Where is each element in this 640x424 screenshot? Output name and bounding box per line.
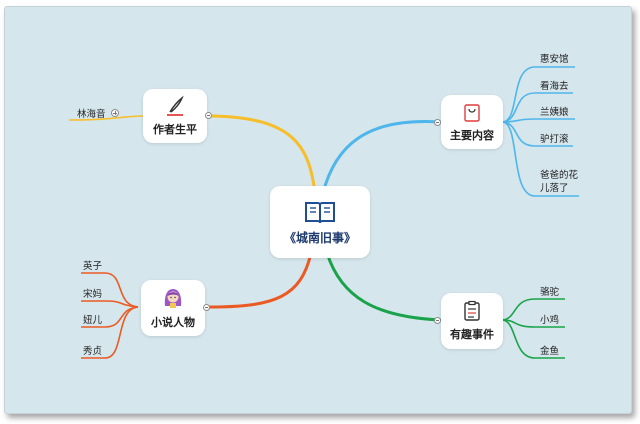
leaf-line-author-0	[68, 115, 144, 121]
collapse-toggle-characters[interactable]	[203, 304, 210, 311]
central-topic[interactable]: 《城南旧事》	[270, 186, 370, 258]
topic-characters[interactable]: 小说人物	[141, 280, 205, 336]
leaf-line-char-0	[81, 272, 139, 308]
topic-characters-label: 小说人物	[151, 316, 195, 329]
collapse-toggle-events[interactable]	[434, 317, 441, 324]
leaf-content-4[interactable]: 爸爸的花儿落了	[540, 170, 579, 194]
branch-line-characters	[208, 251, 313, 309]
topic-content-label: 主要内容	[450, 129, 494, 142]
mindmap-canvas: 《城南旧事》 作者生平 主要内容 小说人物	[4, 6, 632, 414]
shopping-bag-icon	[464, 104, 480, 122]
leaf-line-content-4	[502, 121, 579, 197]
leaf-line-content-2	[502, 118, 575, 123]
connector-lines	[68, 66, 579, 359]
collapse-toggle-content[interactable]	[434, 119, 441, 126]
collapse-toggle-author[interactable]	[205, 112, 212, 119]
leaf-event-1[interactable]: 小鸡	[540, 315, 560, 326]
leaf-line-content-3	[502, 121, 573, 147]
leaf-author-0[interactable]: 林海音	[77, 109, 106, 120]
leaf-line-event-1	[502, 319, 565, 328]
topic-events[interactable]: 有趣事件	[441, 293, 503, 349]
book-icon	[305, 201, 335, 223]
branch-line-author	[208, 114, 317, 195]
girl-avatar-icon	[164, 289, 182, 308]
expand-toggle-author-leaf[interactable]	[111, 109, 119, 117]
topic-author[interactable]: 作者生平	[143, 89, 207, 143]
leaf-char-0[interactable]: 英子	[83, 261, 103, 272]
leaf-char-1[interactable]: 宋妈	[83, 289, 103, 300]
leaf-event-2[interactable]: 金鱼	[540, 346, 560, 357]
topic-content[interactable]: 主要内容	[441, 95, 503, 149]
leaf-line-event-0	[502, 298, 565, 321]
leaf-line-event-2	[502, 319, 565, 359]
clipboard-icon	[464, 300, 480, 321]
pen-icon	[167, 95, 184, 116]
leaf-line-char-3	[81, 306, 139, 359]
central-topic-title: 《城南旧事》	[283, 230, 356, 245]
leaf-line-content-1	[502, 92, 573, 123]
branch-line-events	[325, 251, 442, 322]
leaf-content-1[interactable]: 看海去	[540, 81, 569, 92]
leaf-content-2[interactable]: 兰姨娘	[540, 107, 569, 118]
leaf-line-char-1	[81, 300, 139, 308]
leaf-line-content-0	[502, 66, 575, 123]
leaf-char-3[interactable]: 秀贞	[83, 346, 103, 357]
leaf-content-0[interactable]: 惠安馆	[540, 54, 569, 65]
leaf-content-3[interactable]: 驴打滚	[540, 134, 569, 145]
leaf-char-2[interactable]: 妞儿	[83, 315, 103, 326]
leaf-event-0[interactable]: 骆驼	[540, 287, 560, 298]
branch-line-content	[321, 119, 442, 195]
topic-events-label: 有趣事件	[450, 328, 494, 341]
topic-author-label: 作者生平	[153, 123, 197, 136]
